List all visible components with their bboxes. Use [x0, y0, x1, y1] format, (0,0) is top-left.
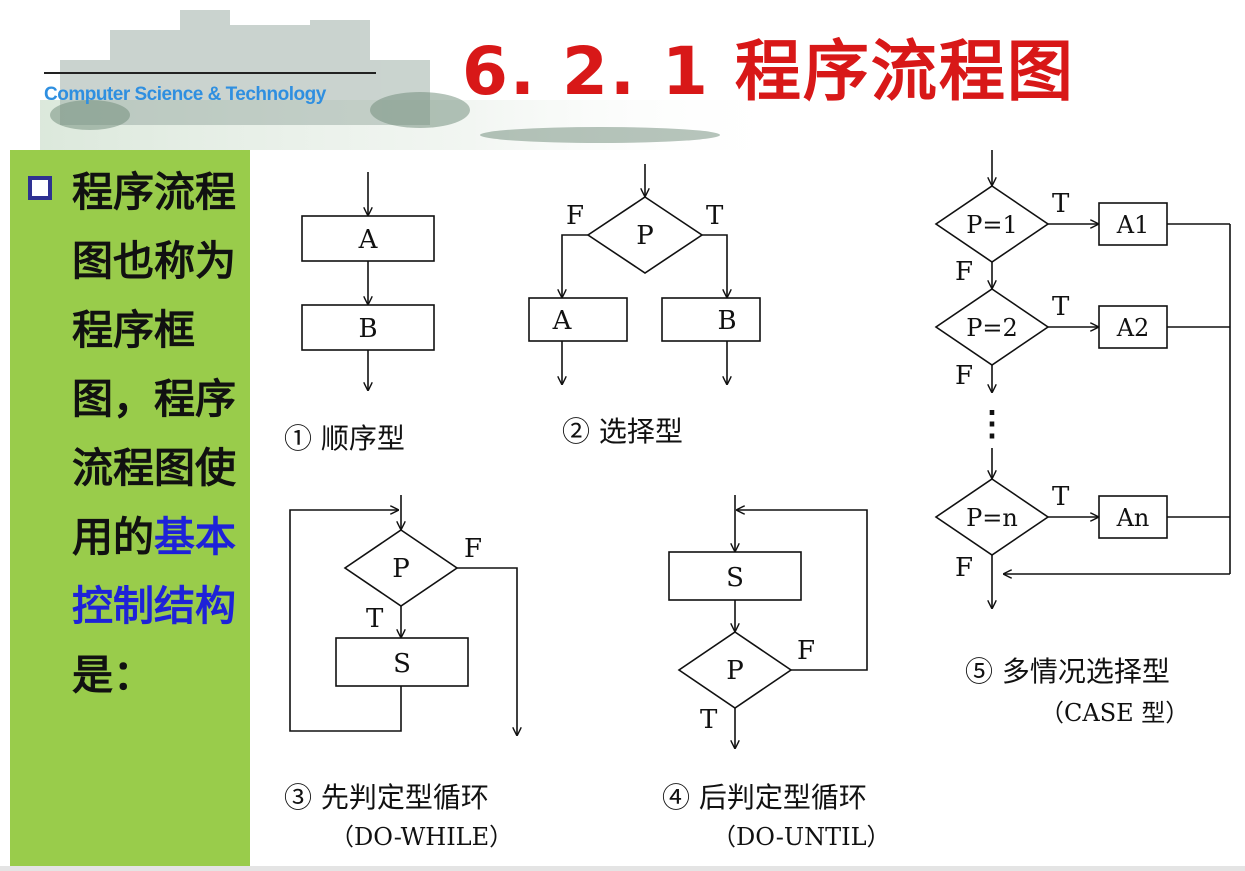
flowchart-diagram: A B ① 顺序型 P F T A B ② 选择型 P F T	[284, 150, 1231, 851]
case-action-n: An	[1116, 504, 1150, 532]
while-true-label: T	[366, 604, 384, 634]
case-true-label-n: T	[1052, 482, 1070, 512]
case-cond-1: P=1	[966, 211, 1018, 239]
banner-subtitle: Computer Science & Technology	[44, 84, 326, 105]
case-action-2: A2	[1116, 314, 1150, 342]
sequence-box-b: B	[358, 314, 377, 344]
panel-text: 程序流程图也称为程序框图，程序流程图使用的基本控制结构是：	[72, 158, 247, 710]
case-cond-2: P=2	[966, 314, 1018, 342]
while-false-label: F	[464, 534, 482, 564]
while-loop-structure	[289, 495, 517, 735]
case-structure	[934, 150, 1231, 608]
while-cond: P	[392, 554, 410, 584]
case-caption: ⑤ 多情况选择型	[965, 655, 1170, 688]
footer-bar	[0, 866, 1245, 871]
panel-text-highlight: 基本控制结构	[72, 513, 236, 630]
case-action-1: A1	[1116, 211, 1150, 239]
panel-text-plain: 程序流程图也称为程序框图，程序流程图使用的	[72, 168, 236, 561]
while-caption: ③ 先判定型循环	[284, 781, 489, 814]
until-caption-sub: （DO-UNTIL）	[712, 823, 891, 851]
selection-structure	[528, 164, 761, 384]
page-title: 6. 2. 1 程序流程图	[462, 33, 1075, 110]
bullet-square-icon	[28, 176, 52, 200]
until-body: S	[726, 563, 744, 593]
until-true-label: T	[700, 705, 718, 735]
left-panel	[10, 150, 250, 871]
case-false-label-n: F	[955, 553, 973, 583]
selection-cond: P	[636, 221, 654, 251]
case-false-label-2: F	[955, 361, 973, 391]
until-caption: ④ 后判定型循环	[662, 781, 867, 814]
selection-box-b: B	[717, 306, 736, 336]
until-loop-structure	[668, 495, 868, 748]
until-cond: P	[726, 656, 744, 686]
case-false-label-1: F	[955, 257, 973, 287]
selection-false-label: F	[566, 201, 584, 231]
case-caption-sub: （CASE 型）	[1040, 699, 1189, 727]
sequence-caption: ① 顺序型	[284, 422, 405, 455]
header-banner	[40, 10, 800, 150]
until-false-label: F	[797, 636, 815, 666]
sequence-box-a: A	[358, 225, 379, 255]
selection-true-label: T	[706, 201, 724, 231]
sequence-structure	[301, 172, 435, 390]
case-true-label-2: T	[1052, 292, 1070, 322]
while-caption-sub: （DO-WHILE）	[330, 823, 513, 851]
panel-text-end: 是：	[72, 651, 154, 699]
case-ellipsis: ⋮	[975, 404, 1009, 444]
case-cond-n: P=n	[966, 504, 1018, 532]
selection-box-a: A	[552, 306, 573, 336]
while-body: S	[393, 649, 411, 679]
selection-caption: ② 选择型	[562, 415, 683, 448]
case-true-label-1: T	[1052, 189, 1070, 219]
